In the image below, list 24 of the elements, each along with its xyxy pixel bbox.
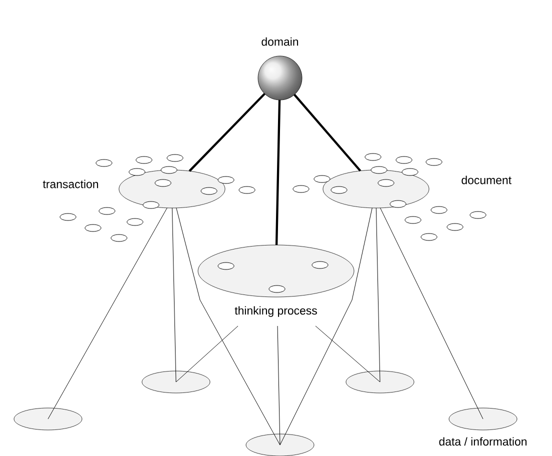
node-label: domain — [262, 37, 298, 46]
ellipse-node — [322, 170, 512, 208]
sphere-node — [258, 37, 302, 100]
ellipse-node — [246, 434, 314, 456]
connector-line — [172, 208, 176, 382]
connector-line — [315, 326, 380, 382]
ellipse-node — [346, 370, 414, 394]
node-label: transaction — [42, 180, 98, 188]
ellipse-node — [142, 370, 210, 394]
node-label: thinking process — [234, 306, 317, 317]
connector-line — [176, 208, 280, 446]
connector-line — [176, 326, 238, 382]
ellipse-node — [14, 408, 82, 430]
ellipse-node — [439, 408, 526, 446]
connector-line — [380, 208, 484, 420]
connector-line — [280, 208, 372, 446]
node-label: document — [462, 176, 512, 184]
connector-line — [275, 100, 281, 246]
ellipse-node — [42, 170, 226, 208]
ellipse-node — [198, 244, 354, 317]
node-label: data / information — [439, 437, 526, 446]
connector-line — [48, 208, 168, 420]
connector-line — [376, 208, 380, 382]
connector-line — [277, 326, 280, 446]
